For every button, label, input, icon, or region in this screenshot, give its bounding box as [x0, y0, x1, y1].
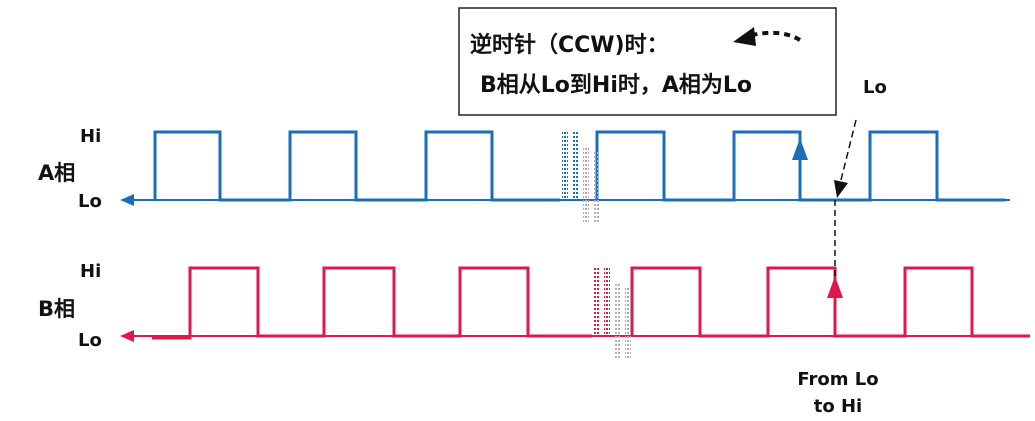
phase-b-name: B相	[38, 297, 75, 321]
phase-b-break-marks	[594, 266, 631, 360]
phase-a-lo-label: Lo	[78, 191, 102, 212]
phase-a-waveform-part2	[595, 130, 1005, 202]
phase-a-rising-arrow	[792, 138, 808, 198]
phase-a-break-marks	[562, 130, 599, 224]
callout-box: 逆时针（CCW)时： B相从Lo到Hi时，A相为Lo	[458, 7, 837, 116]
phase-b-lo-label: Lo	[78, 330, 102, 351]
callout-line-1: 逆时针（CCW)时：	[470, 32, 669, 58]
callout-frame	[458, 7, 837, 116]
phase-a-hi-label: Hi	[80, 126, 101, 147]
phase-a-axis-arrowhead	[120, 194, 134, 206]
phase-b-waveform	[152, 266, 592, 340]
callout-line-2: B相从Lo到Hi时，A相为Lo	[480, 73, 752, 98]
lo-pointer-arrow	[834, 119, 857, 198]
phase-a-name: A相	[38, 161, 75, 185]
lo-annotation-label: Lo	[863, 77, 887, 98]
phase-b-waveform-part2	[630, 266, 1030, 338]
phase-b-axis-arrowhead	[120, 330, 134, 342]
phase-a-waveform	[153, 130, 560, 202]
from-lo-label: From Lo	[797, 369, 878, 390]
phase-b-hi-label: Hi	[80, 261, 101, 282]
ccw-arrow-icon	[733, 27, 802, 46]
to-hi-label: to Hi	[814, 396, 862, 417]
phase-b-rising-arrow	[827, 276, 843, 336]
